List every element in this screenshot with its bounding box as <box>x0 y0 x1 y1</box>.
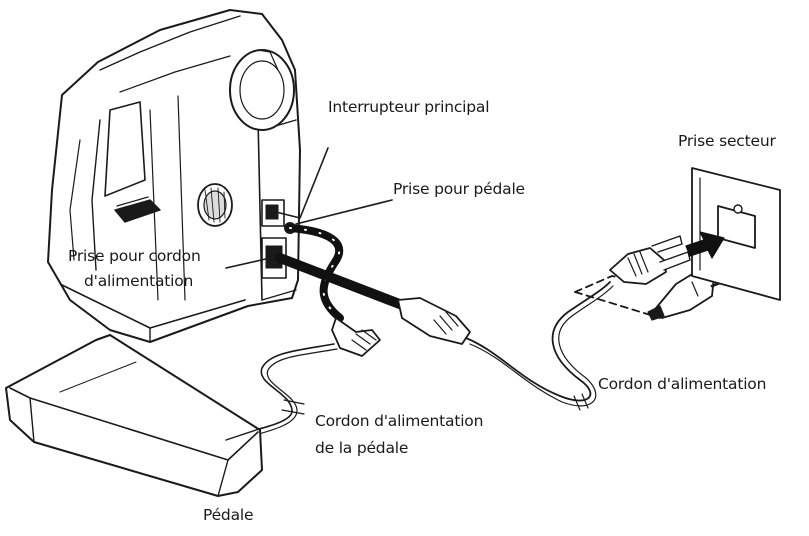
pedal-cord <box>219 224 381 445</box>
leader-lines <box>225 147 393 269</box>
label-pedal-cord-1: Cordon d'alimentation <box>315 412 484 430</box>
label-pedal-cord-2: de la pédale <box>315 439 409 457</box>
label-wall-outlet: Prise secteur <box>678 132 776 150</box>
label-pedal: Pédale <box>203 506 254 524</box>
label-pedal-jack: Prise pour pédale <box>393 180 525 198</box>
label-main-switch: Interrupteur principal <box>328 98 490 116</box>
label-power-cord: Cordon d'alimentation <box>598 375 767 393</box>
label-power-cord-jack-1: Prise pour cordon <box>68 247 201 265</box>
stitch-dial <box>197 183 233 227</box>
insertion-arrow <box>685 231 725 259</box>
power-cord <box>275 253 614 411</box>
foot-pedal-drawing <box>5 334 263 497</box>
sewing-machine <box>47 9 301 343</box>
label-power-cord-jack-2: d'alimentation <box>84 272 194 290</box>
wall-outlet <box>685 167 781 301</box>
